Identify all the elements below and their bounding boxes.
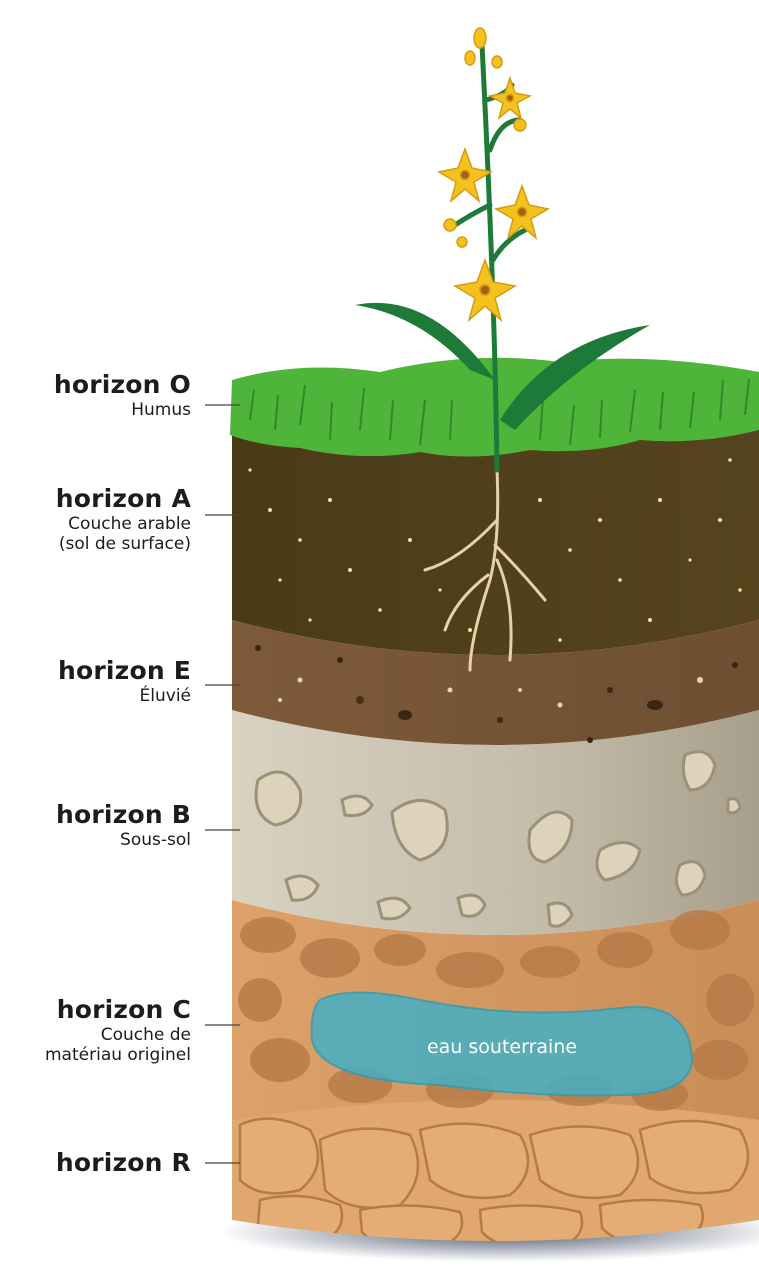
horizon-r-name: horizon R [56, 1148, 191, 1178]
label-horizon-b: horizon B Sous-sol [56, 800, 191, 850]
horizon-e-name: horizon E [58, 656, 191, 686]
label-horizon-a: horizon A Couche arable (sol de surface) [56, 484, 191, 554]
horizon-c-sub2: matériau originel [45, 1045, 191, 1065]
horizon-b-name: horizon B [56, 800, 191, 830]
horizon-b-sub: Sous-sol [56, 830, 191, 850]
label-horizon-e: horizon E Éluvié [58, 656, 191, 706]
horizon-e-sub: Éluvié [58, 686, 191, 706]
label-horizon-c: horizon C Couche de matériau originel [45, 995, 191, 1065]
horizon-c-sub: Couche de [45, 1025, 191, 1045]
horizon-a-sub: Couche arable [56, 514, 191, 534]
label-horizon-r: horizon R [56, 1148, 191, 1178]
horizon-o-sub: Humus [54, 400, 191, 420]
horizon-a-sub2: (sol de surface) [56, 534, 191, 554]
horizon-o-name: horizon O [54, 370, 191, 400]
horizon-a-name: horizon A [56, 484, 191, 514]
groundwater-label: eau souterraine [427, 1036, 577, 1058]
horizon-c-name: horizon C [45, 995, 191, 1025]
label-horizon-o: horizon O Humus [54, 370, 191, 420]
